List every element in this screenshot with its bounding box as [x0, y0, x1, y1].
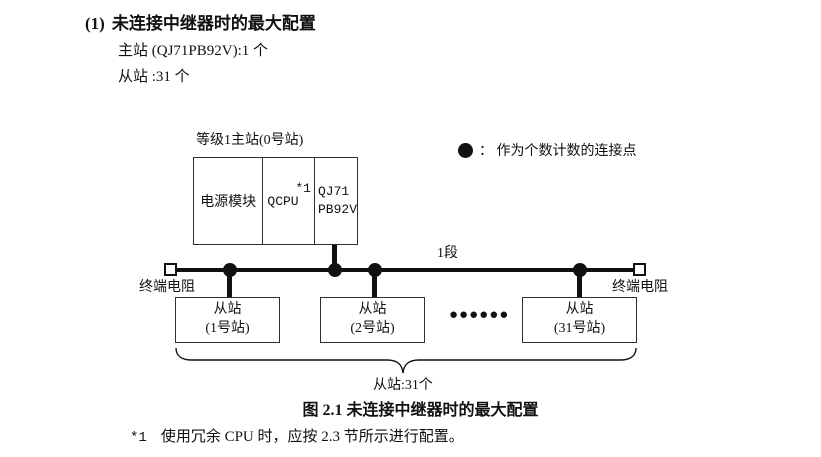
segment-label: 1段 — [437, 246, 458, 261]
connection-point-icon — [458, 142, 473, 158]
slave31-drop-line — [577, 270, 582, 298]
footnote: *1 使用冗余 CPU 时，应按 2.3 节所示进行配置。 — [130, 425, 464, 446]
slave1-line2: (1号站) — [205, 321, 250, 336]
slave-box-1: 从站 (1号站) — [175, 297, 280, 343]
ellipsis-dots: ●●●●●● — [449, 307, 510, 323]
slave1-drop-line — [227, 270, 232, 298]
footnote-marker: *1 — [130, 430, 147, 446]
master-drop-line — [332, 245, 337, 270]
brace-graphic — [175, 348, 637, 374]
qcpu-cell: *1 QCPU — [263, 158, 315, 244]
section-number: (1) — [85, 14, 105, 33]
connection-dot-master — [328, 263, 342, 277]
slave2-drop-line — [372, 270, 377, 298]
qj71-line2: PB92V — [317, 202, 357, 217]
terminating-resistor-right-label: 终端电阻 — [612, 280, 668, 295]
terminating-resistor-right-icon — [633, 263, 646, 276]
slave31-line2: (31号站) — [553, 321, 606, 336]
master-station-label: 等级1主站(0号站) — [196, 133, 304, 148]
qj71-line1: QJ71 — [317, 184, 350, 200]
slave2-line1: 从站 — [358, 302, 387, 318]
master-station-box: 电源模块 *1 QCPU QJ71 PB92V — [193, 157, 358, 245]
qcpu-label: QCPU — [267, 193, 299, 209]
footnote-ref-marker: *1 — [295, 181, 311, 196]
slave-box-31: 从站 (31号站) — [522, 297, 637, 343]
power-module-cell: 电源模块 — [194, 158, 264, 244]
slave-count-line: 从站 :31 个 — [118, 69, 190, 85]
bus-line — [170, 268, 641, 272]
terminating-resistor-left-label: 终端电阻 — [139, 280, 195, 295]
slave31-line1: 从站 — [565, 302, 594, 318]
slave-box-2: 从站 (2号站) — [320, 297, 425, 343]
legend-text: ： 作为个数计数的连接点 — [479, 144, 637, 159]
section-heading: (1) 未连接中继器时的最大配置 — [85, 9, 316, 34]
footnote-text: 使用冗余 CPU 时，应按 2.3 节所示进行配置。 — [160, 429, 464, 445]
brace-label: 从站:31个 — [373, 378, 433, 393]
qj71pb92v-cell: QJ71 PB92V — [315, 158, 357, 244]
slave1-line1: 从站 — [213, 302, 242, 318]
terminating-resistor-left-icon — [164, 263, 177, 276]
master-count-line: 主站 (QJ71PB92V):1 个 — [118, 43, 269, 59]
figure-caption: 图 2.1 未连接中继器时的最大配置 — [302, 402, 539, 419]
section-title: 未连接中继器时的最大配置 — [111, 14, 316, 33]
legend: ： 作为个数计数的连接点 — [458, 140, 637, 160]
slave2-line2: (2号站) — [350, 321, 395, 336]
